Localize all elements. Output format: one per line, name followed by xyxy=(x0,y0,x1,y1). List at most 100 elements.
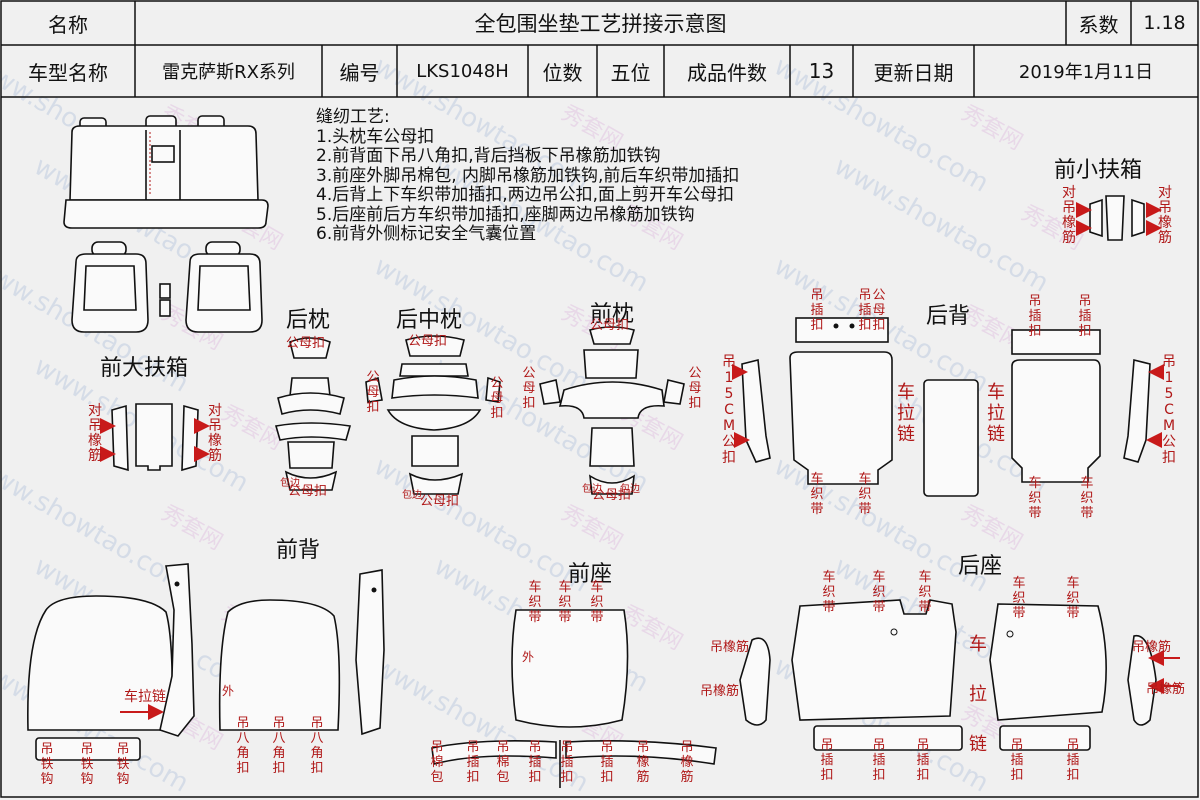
section-rear-seat: 后座 xyxy=(958,554,1003,579)
label-diao-xiangjin: 吊橡筋 xyxy=(636,740,650,785)
process-step: 1.头枕车公母扣 xyxy=(316,126,435,147)
label-diao-tiegou: 吊铁钩 xyxy=(40,742,54,787)
label-diao15cm-gongkou: 吊15CM公扣 xyxy=(1162,354,1176,466)
label-diao-xiangjin: 吊橡筋 xyxy=(680,740,694,785)
label-gongmu: 公母扣 xyxy=(490,376,504,421)
label-gongmukou: 公母扣 xyxy=(286,336,326,351)
process-step: 4.后背上下车织带加插扣,两边吊公扣,面上剪开车公母扣 xyxy=(316,185,735,205)
label-diao-chakou: 吊插扣 xyxy=(528,740,542,785)
label-che-la-lian: 车拉链 xyxy=(987,382,1005,445)
label-diao-chakou: 吊插扣 xyxy=(1066,738,1080,783)
label-baobian: 包边 xyxy=(582,484,602,495)
label-diao15cm-gongkou: 吊15CM公扣 xyxy=(722,354,736,466)
label-chezhidai: 车织带 xyxy=(810,472,824,517)
label-gongmukou: 公母扣 xyxy=(592,488,632,503)
name-label: 名称 xyxy=(48,12,88,37)
label-chezhidai: 车织带 xyxy=(590,580,604,625)
section-rear-back: 后背 xyxy=(926,304,971,329)
label-chezhidai: 车织带 xyxy=(822,570,836,615)
label-chezhidai: 车织带 xyxy=(1080,476,1094,521)
label-dui-diao-xiangjin-right: 对吊橡筋 xyxy=(1158,185,1172,246)
label-gongmukou: 公母扣 xyxy=(288,484,328,499)
label-diao-chakou: 吊插扣 xyxy=(466,740,480,785)
label-gongmukou: 公母扣 xyxy=(420,494,460,509)
label-diao-bajiaokou: 吊八角扣 xyxy=(236,716,250,776)
diagram-title: 全包围坐垫工艺拼接示意图 xyxy=(474,12,727,36)
label-diao-xiangjin: 吊橡筋 xyxy=(700,684,740,699)
seats-value: 五位 xyxy=(610,60,651,85)
label-diao-chakou: 吊插扣 xyxy=(1078,294,1092,339)
section-front-small-box: 前小扶箱 xyxy=(1054,158,1143,183)
label-dui-diao-xiangjin-left: 对吊橡筋 xyxy=(88,403,102,464)
section-front-seat: 前座 xyxy=(568,562,613,587)
label-diao-chakou: 吊插扣 xyxy=(872,738,886,783)
label-baobian: 包边 xyxy=(620,484,640,495)
label-diao-chakou: 吊插扣 xyxy=(916,738,930,783)
front-big-box-parts xyxy=(100,403,210,472)
label-che-la-lian: 车拉链 xyxy=(897,382,915,445)
process-heading: 缝纫工艺: xyxy=(316,107,390,127)
overview-front-seats xyxy=(71,241,263,333)
label-diao-mianbao: 吊棉包 xyxy=(496,740,510,785)
label-baobian: 包边 xyxy=(402,490,422,501)
label-baobian: 包边 xyxy=(280,478,300,489)
label-diao-xiangjin: 吊橡筋 xyxy=(1146,682,1186,697)
label-chezhidai: 车织带 xyxy=(1012,576,1026,621)
label-chezhidai: 车织带 xyxy=(528,580,542,625)
label-chezhidai: 车织带 xyxy=(918,570,932,615)
label-diao-chakou: 吊插扣 xyxy=(560,740,574,785)
label-diao-tiegou: 吊铁钩 xyxy=(80,742,94,787)
label-wai: 外 xyxy=(522,650,535,664)
pieces-value: 13 xyxy=(808,59,835,83)
label-diao-bajiaokou: 吊八角扣 xyxy=(310,716,324,776)
label-gongmukou: 公母扣 xyxy=(872,288,886,333)
label-wai: 外 xyxy=(222,684,235,698)
code-value: LKS1048H xyxy=(416,60,509,82)
section-front-back: 前背 xyxy=(276,538,321,563)
label-gongmu: 公母扣 xyxy=(522,366,536,411)
section-front-headrest: 前枕 xyxy=(590,302,635,327)
coef-label: 系数 xyxy=(1078,12,1119,37)
label-gongmukou: 公母扣 xyxy=(408,334,448,349)
rear-back-parts xyxy=(732,317,1164,497)
update-value: 2019年1月11日 xyxy=(1018,62,1154,83)
label-chezhidai: 车织带 xyxy=(858,472,872,517)
front-small-box-parts xyxy=(1076,195,1162,241)
process-step: 6.前背外侧标记安全气囊位置 xyxy=(316,224,537,244)
label-diao-bajiaokou: 吊八角扣 xyxy=(272,716,286,776)
label-gongmukou: 公母扣 xyxy=(590,318,630,333)
label-chezhidai: 车织带 xyxy=(1028,476,1042,521)
seats-label: 位数 xyxy=(542,60,583,85)
label-diao-chakou: 吊插扣 xyxy=(810,288,824,333)
sewing-process-notes: 缝纫工艺: 1.头枕车公母扣 2.前背面下吊八角扣,背后挡板下吊橡筋加铁钩 3.… xyxy=(316,107,740,245)
label-diao-chakou: 吊插扣 xyxy=(1028,294,1042,339)
section-front-big-box: 前大扶箱 xyxy=(100,356,189,381)
label-diao-mianbao: 吊棉包 xyxy=(430,740,444,785)
process-step: 3.前座外脚吊棉包, 内脚吊橡筋加铁钩,前后车织带加插扣 xyxy=(316,165,740,186)
label-chezhidai: 车织带 xyxy=(558,580,572,625)
label-diao-chakou: 吊插扣 xyxy=(858,288,872,333)
process-step: 2.前背面下吊八角扣,背后挡板下吊橡筋加铁钩 xyxy=(316,146,661,166)
label-diao-chakou: 吊插扣 xyxy=(600,740,614,785)
rear-headrest-parts xyxy=(274,337,352,491)
front-seat-parts xyxy=(431,609,717,788)
label-dui-diao-xiangjin-left: 对吊橡筋 xyxy=(1062,185,1076,246)
label-dui-diao-xiangjin-right: 对吊橡筋 xyxy=(208,403,222,464)
label-diao-chakou: 吊插扣 xyxy=(820,738,834,783)
label-diao-xiangjin: 吊橡筋 xyxy=(1132,640,1172,655)
rear-seat-parts xyxy=(739,599,1180,751)
coef-value: 1.18 xyxy=(1143,12,1186,34)
label-chelalian: 车拉链 xyxy=(124,689,166,705)
section-rear-mid-headrest: 后中枕 xyxy=(396,308,463,333)
overview-rear-bench xyxy=(63,115,269,229)
rear-mid-headrest-parts xyxy=(365,335,501,495)
section-rear-headrest: 后枕 xyxy=(286,308,331,333)
code-label: 编号 xyxy=(339,60,380,85)
model-value: 雷克萨斯RX系列 xyxy=(162,62,295,83)
label-chezhidai: 车织带 xyxy=(872,570,886,615)
label-lian: 链 xyxy=(969,734,987,755)
update-label: 更新日期 xyxy=(873,60,954,85)
